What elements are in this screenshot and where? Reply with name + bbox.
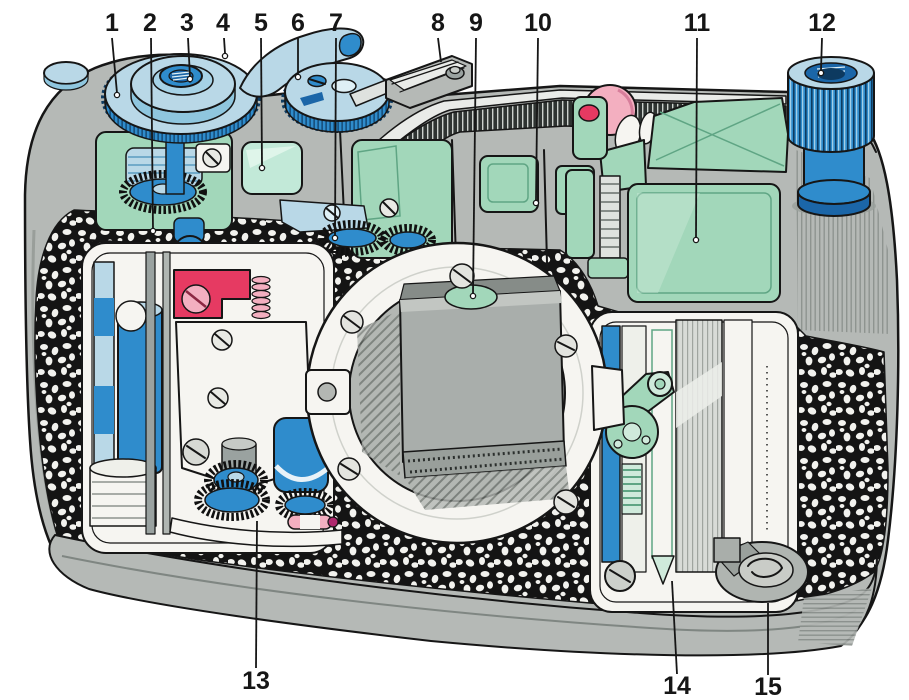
- leader-endpoint: [469, 292, 477, 300]
- callout-number: 2: [143, 9, 157, 37]
- leader-line: [150, 37, 154, 230]
- leader-endpoint: [817, 69, 825, 77]
- leader-line: [671, 580, 678, 675]
- rangefinder-red-window: [578, 104, 600, 122]
- lens-mount: [305, 241, 625, 545]
- callout-number: 9: [469, 9, 483, 37]
- mid-window: [479, 155, 539, 213]
- ring-screws: [337, 263, 579, 515]
- film-wind-assembly: [43, 53, 261, 269]
- callout-8: 8: [431, 9, 445, 63]
- rewind-knob: [787, 56, 876, 217]
- wind-train-window: [95, 131, 233, 231]
- callout-number: 4: [216, 9, 230, 37]
- leader-endpoint: [221, 52, 229, 60]
- tension-spring: [251, 275, 271, 320]
- shutter-gear-train: [279, 199, 436, 256]
- callout-number: 6: [291, 9, 305, 37]
- base-plate: [48, 534, 878, 657]
- leader-endpoint: [186, 75, 194, 83]
- callout-number: 15: [754, 673, 782, 700]
- leader-endpoint: [692, 236, 700, 244]
- leader-line: [260, 37, 263, 167]
- callout-13: 13: [242, 520, 270, 695]
- callout-number: 7: [329, 9, 343, 37]
- frame-counter-window: [241, 141, 303, 195]
- callout-number: 14: [663, 672, 691, 700]
- base-plate-ribs: [798, 588, 872, 646]
- guide-rod: [145, 251, 156, 535]
- small-window: [555, 165, 595, 259]
- leader-endpoint: [113, 91, 121, 99]
- callout-3: 3: [180, 9, 194, 83]
- callout-number: 5: [254, 9, 268, 37]
- rangefinder-deck: [572, 84, 789, 279]
- callout-5: 5: [254, 9, 268, 172]
- accessory-shoe: [349, 55, 473, 109]
- callout-15: 15: [754, 366, 782, 700]
- callout-number: 1: [105, 9, 119, 37]
- leader-line: [820, 37, 823, 71]
- film-gate: [399, 284, 570, 510]
- callout-number: 10: [524, 9, 552, 37]
- callout-number: 11: [684, 9, 711, 37]
- callout-9: 9: [469, 9, 483, 300]
- take-up-chamber: [589, 311, 809, 613]
- callout-6: 6: [291, 9, 305, 81]
- leader-line: [695, 37, 698, 238]
- callout-number: 3: [180, 9, 194, 37]
- callout-1: 1: [105, 9, 121, 99]
- leader-endpoint: [149, 227, 157, 235]
- callout-number: 8: [431, 9, 445, 37]
- leader-endpoint: [294, 73, 302, 81]
- leader-endpoint: [258, 164, 266, 172]
- callout-14: 14: [663, 580, 691, 700]
- take-up-spool: [713, 537, 809, 603]
- viewfinder-window-panel: [627, 183, 781, 303]
- callout-number: 12: [808, 9, 836, 37]
- callout-4: 4: [216, 9, 230, 60]
- coil-spring: [599, 175, 621, 259]
- mount-lug: [591, 365, 625, 431]
- callout-number: 13: [242, 667, 270, 695]
- callout-2: 2: [143, 9, 157, 235]
- deck-windows: [95, 131, 781, 303]
- leader-line: [535, 37, 539, 201]
- callout-12: 12: [808, 9, 836, 77]
- callout-7: 7: [329, 9, 343, 242]
- leader-endpoint: [532, 199, 540, 207]
- film-cartridge-section: [93, 261, 115, 468]
- leader-line: [111, 37, 118, 94]
- leader-line: [255, 520, 258, 669]
- guide-rod: [162, 251, 171, 535]
- shutter-curtain-roll: [675, 319, 723, 573]
- callout-11: 11: [684, 9, 711, 244]
- leader-line: [187, 37, 191, 78]
- leader-line: [223, 37, 226, 54]
- leader-line: [472, 37, 477, 294]
- leader-line: [437, 37, 442, 63]
- callout-10: 10: [524, 9, 552, 207]
- film-supply-chamber: [81, 242, 343, 554]
- leader-endpoint: [331, 234, 339, 242]
- wind-lever: [239, 27, 365, 98]
- leader-line: [334, 37, 337, 237]
